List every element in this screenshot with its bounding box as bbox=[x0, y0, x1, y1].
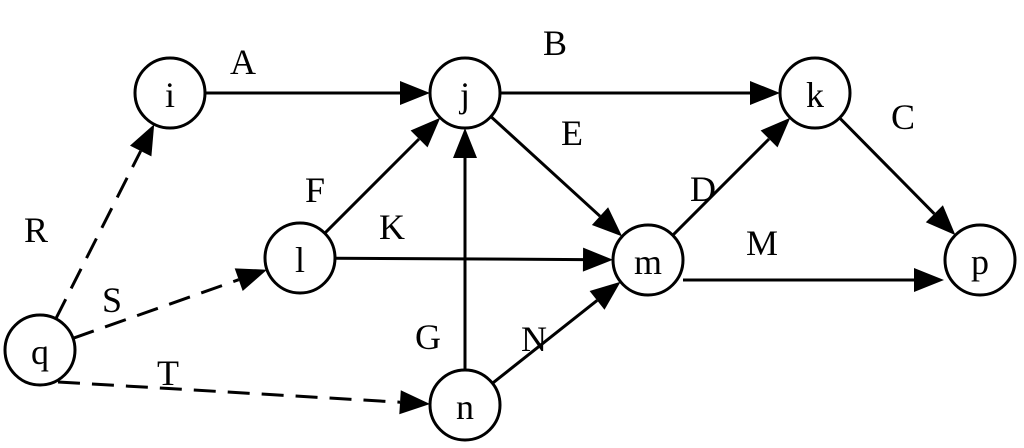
edge-line bbox=[54, 150, 143, 320]
nodes-layer: i j k l m p q n bbox=[3, 56, 1017, 442]
node-label: q bbox=[31, 332, 49, 372]
arrowhead bbox=[925, 205, 956, 236]
edge-q-l bbox=[72, 268, 267, 340]
edge-line bbox=[334, 256, 584, 262]
arrowhead bbox=[914, 268, 944, 292]
edge-label: S bbox=[102, 280, 122, 320]
edge-label: E bbox=[561, 113, 583, 153]
edge-line bbox=[323, 137, 421, 235]
edge-line bbox=[57, 380, 401, 404]
edge-j-k bbox=[500, 81, 780, 105]
node-label: m bbox=[634, 242, 662, 282]
edge-line bbox=[838, 116, 936, 215]
node-m: m bbox=[611, 223, 685, 297]
edge-q-i bbox=[54, 124, 155, 320]
node-circle bbox=[428, 56, 502, 130]
arrowhead bbox=[234, 268, 267, 291]
node-q: q bbox=[3, 313, 77, 387]
arrowhead bbox=[130, 124, 155, 157]
node-label: n bbox=[456, 387, 474, 427]
arrowhead bbox=[750, 81, 780, 105]
edge-k-p bbox=[838, 116, 956, 236]
edge-label: F bbox=[305, 170, 325, 210]
edge-label: D bbox=[690, 169, 716, 209]
arrowhead bbox=[760, 117, 791, 148]
edge-label: N bbox=[521, 319, 547, 359]
edge-m-p bbox=[683, 268, 944, 292]
node-circle bbox=[3, 313, 77, 387]
node-circle bbox=[263, 221, 337, 295]
arrowhead bbox=[410, 117, 441, 148]
edge-n-j bbox=[453, 128, 477, 370]
edge-m-k bbox=[671, 117, 791, 237]
edge-label: M bbox=[746, 223, 778, 263]
node-circle bbox=[428, 368, 502, 442]
edge-l-j bbox=[323, 117, 441, 235]
edge-label: R bbox=[24, 210, 48, 250]
node-circle bbox=[611, 223, 685, 297]
arrowhead bbox=[399, 390, 430, 415]
edge-line bbox=[72, 278, 240, 340]
node-circle bbox=[133, 56, 207, 130]
node-label: i bbox=[165, 75, 175, 115]
edge-n-m bbox=[491, 281, 621, 385]
edge-l-m bbox=[334, 247, 613, 272]
node-label: j bbox=[458, 75, 470, 115]
node-label: l bbox=[295, 240, 305, 280]
edge-label: B bbox=[543, 23, 567, 63]
edge-line bbox=[671, 137, 771, 237]
edge-q-n bbox=[57, 380, 430, 415]
node-circle bbox=[778, 56, 852, 130]
edge-i-j bbox=[205, 81, 430, 105]
edge-label: G bbox=[415, 317, 441, 357]
node-k: k bbox=[778, 56, 852, 130]
edge-line bbox=[489, 115, 602, 218]
node-n: n bbox=[428, 368, 502, 442]
node-p: p bbox=[943, 223, 1017, 297]
arrowhead bbox=[400, 81, 430, 105]
node-label: k bbox=[806, 75, 824, 115]
edge-label: C bbox=[891, 97, 915, 137]
arrowhead bbox=[589, 281, 621, 310]
edge-j-m bbox=[489, 115, 623, 237]
arrowhead bbox=[591, 207, 623, 237]
node-j: j bbox=[428, 56, 502, 130]
arrowhead bbox=[582, 247, 613, 272]
node-i: i bbox=[133, 56, 207, 130]
edge-labels-layer: A B C D E F G K M N R ST bbox=[24, 23, 915, 393]
node-l: l bbox=[263, 221, 337, 295]
edges-layer bbox=[54, 81, 956, 415]
node-label: p bbox=[971, 242, 989, 282]
edge-label: A bbox=[230, 42, 256, 82]
edge-line bbox=[491, 299, 599, 385]
node-circle bbox=[943, 223, 1017, 297]
edge-label: T bbox=[157, 353, 179, 393]
arrowhead bbox=[453, 128, 477, 158]
edge-label: K bbox=[379, 207, 405, 247]
